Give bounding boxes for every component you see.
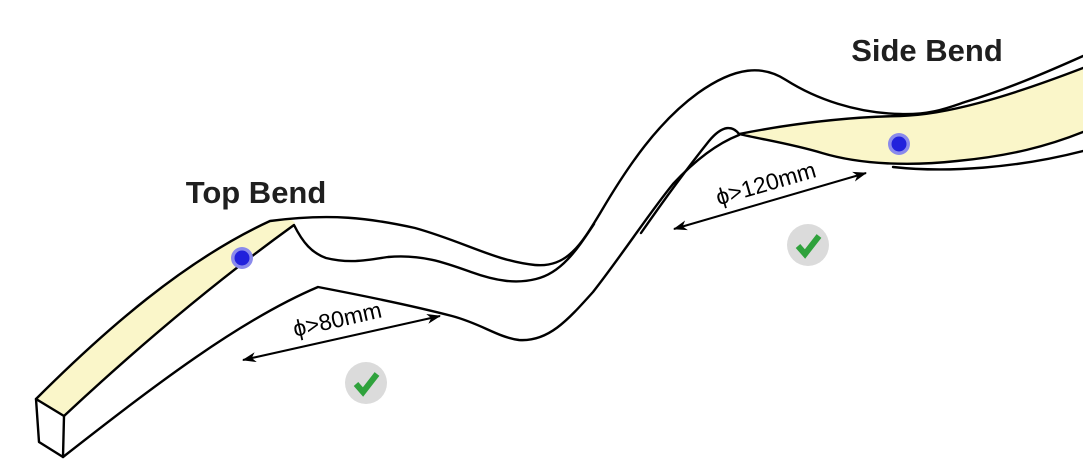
check-icon	[345, 362, 387, 404]
strip-right-face-bottom-outline	[737, 130, 1083, 166]
check-icon	[787, 224, 829, 266]
strip-twist-edge	[639, 126, 741, 235]
strip-front-top-edge	[62, 222, 596, 418]
side-bend-label: Side Bend	[851, 33, 1003, 68]
strip-right-bottom-edge	[891, 149, 1083, 171]
strip-back-top-edge	[34, 54, 1083, 401]
dimension-arrow-side-bend: ϕ>120mm	[673, 156, 867, 231]
led-dot-icon	[888, 133, 910, 155]
strip-top-face-left	[36, 218, 295, 416]
top-bend-label: Top Bend	[186, 175, 327, 210]
dimension-label-top-bend: ϕ>80mm	[290, 297, 384, 342]
strip-right-face-top-outline	[737, 66, 1083, 136]
led-dot-icon	[231, 247, 253, 269]
